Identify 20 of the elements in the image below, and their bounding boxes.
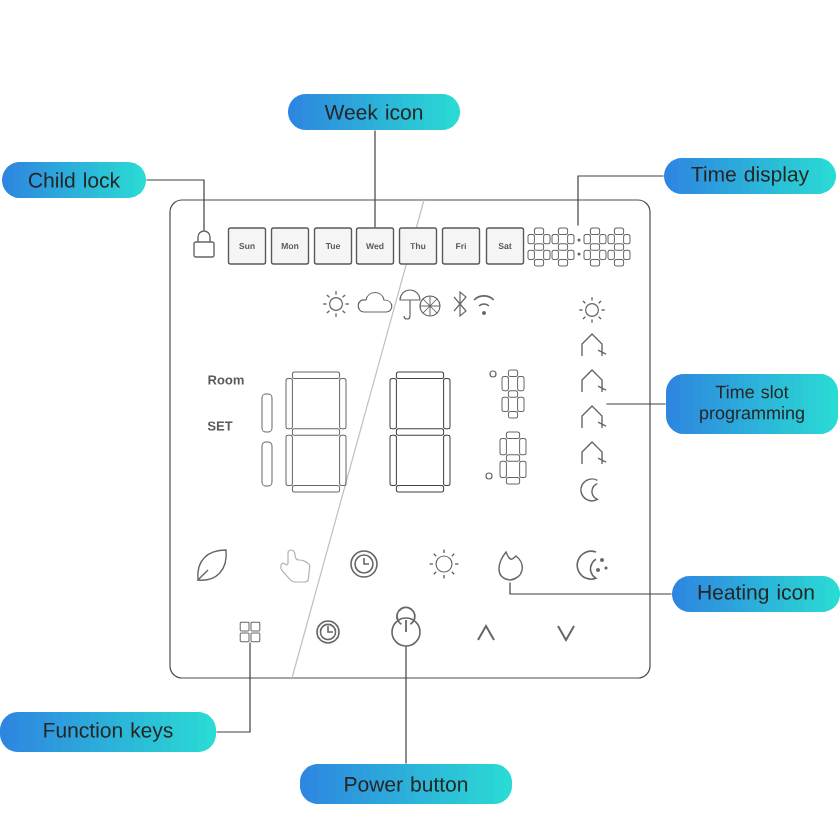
flame-icon [498, 551, 523, 581]
callout-label: Power button [300, 764, 512, 804]
time-digits [527, 227, 631, 267]
leader-line [215, 641, 251, 733]
leader-line [577, 175, 665, 227]
time-slot-icons [578, 296, 607, 502]
callout-label: Function keys [0, 712, 216, 752]
callout-label: Week icon [288, 94, 460, 130]
callout-label: Time slot programming [666, 374, 838, 434]
grid-icon [239, 621, 261, 643]
leader-line [605, 403, 667, 405]
callout-label: Time display [664, 158, 836, 194]
callout-label: Heating icon [672, 576, 840, 612]
leader-line [509, 581, 673, 595]
power-icon [391, 606, 421, 647]
leader-line [405, 645, 407, 765]
callout-label: Child lock [2, 162, 146, 198]
leader-line [145, 179, 205, 232]
leader-line [374, 129, 376, 228]
padlock-icon [193, 230, 215, 258]
